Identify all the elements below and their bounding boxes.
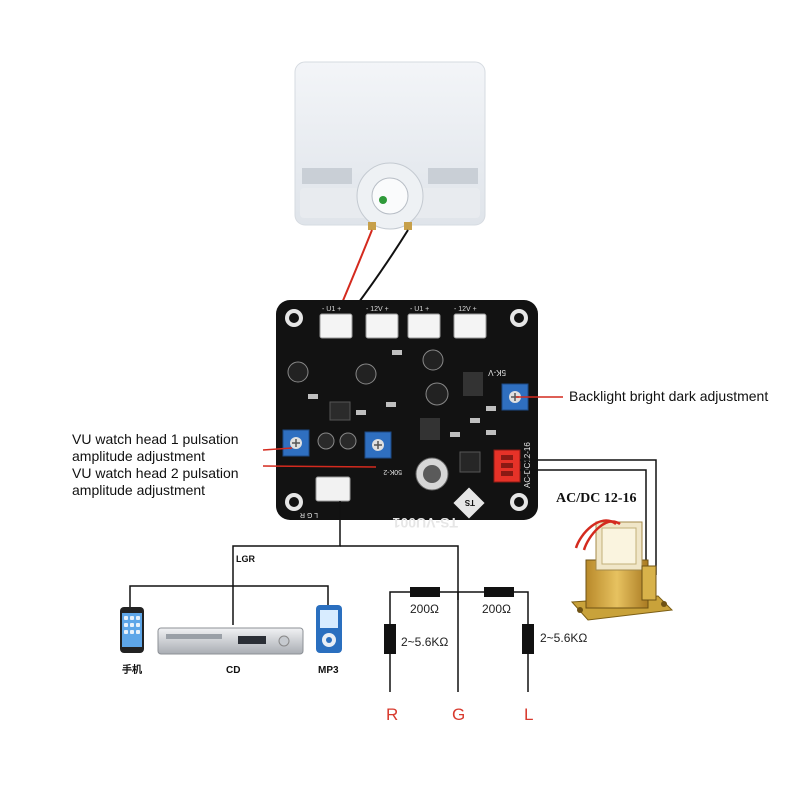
potentiometer-head-2[interactable] — [364, 431, 392, 459]
terminal-r: R — [386, 705, 398, 724]
annotation-power: AC/DC 12-16 — [556, 491, 637, 506]
pcb-board: - U1 + - 12V + - U1 + - 12V + — [276, 300, 538, 531]
silk-pot-label: 5K-V — [488, 368, 506, 377]
leader-head-1 — [262, 447, 293, 451]
silk-pot2-label: 50K-2 — [383, 468, 402, 475]
smartphone-icon — [120, 607, 144, 653]
annotation-head-1: VU watch head 1 pulsation amplitude adju… — [72, 431, 239, 464]
header-connectors — [319, 313, 487, 339]
silk-power-label: AC-DC12-16 — [523, 442, 532, 488]
mp3-player-icon — [316, 605, 342, 653]
header-label-4: - 12V + — [454, 306, 477, 313]
shunt-resistor-1-value: 2~5.6KΩ — [401, 635, 448, 649]
ts-logo: TS — [453, 487, 485, 519]
series-resistor-1-value: 200Ω — [410, 602, 439, 616]
potentiometer-head-1[interactable] — [282, 429, 310, 457]
meter-led-icon — [379, 196, 387, 204]
header-label-2: - 12V + — [366, 306, 389, 313]
power-wires — [520, 459, 657, 575]
device-label-mp3: MP3 — [318, 665, 339, 676]
silk-input-label: L G R — [300, 511, 318, 518]
annotation-backlight: Backlight bright dark adjustment — [569, 388, 769, 404]
terminal-l: L — [524, 705, 533, 724]
annotation-head-2: VU watch head 2 pulsation amplitude adju… — [72, 465, 239, 498]
shunt-resistor-2 — [522, 624, 534, 654]
series-resistor-2 — [484, 587, 514, 597]
cd-player-icon — [157, 627, 304, 655]
audio-bus-wires — [129, 501, 459, 692]
series-resistor-1 — [410, 587, 440, 597]
leader-head-2 — [262, 465, 377, 468]
device-label-cd: CD — [226, 665, 240, 676]
device-label-phone: 手机 — [122, 663, 142, 676]
terminal-g: G — [452, 705, 465, 724]
vu-meter-head — [294, 61, 486, 230]
shunt-resistor-1 — [384, 624, 396, 654]
ts-logo-text: TS — [464, 498, 475, 507]
header-label-3: - U1 + — [410, 306, 429, 313]
transformer — [570, 519, 674, 621]
series-resistor-2-value: 200Ω — [482, 602, 511, 616]
board-model: TS-VU001 — [392, 515, 458, 531]
shunt-resistor-2-value: 2~5.6KΩ — [540, 631, 587, 645]
header-label-1: - U1 + — [322, 306, 341, 313]
bus-label: LGR — [236, 554, 255, 564]
meter-terminal-1 — [368, 222, 376, 230]
audio-input-connector — [315, 476, 351, 502]
meter-terminal-2 — [404, 222, 412, 230]
